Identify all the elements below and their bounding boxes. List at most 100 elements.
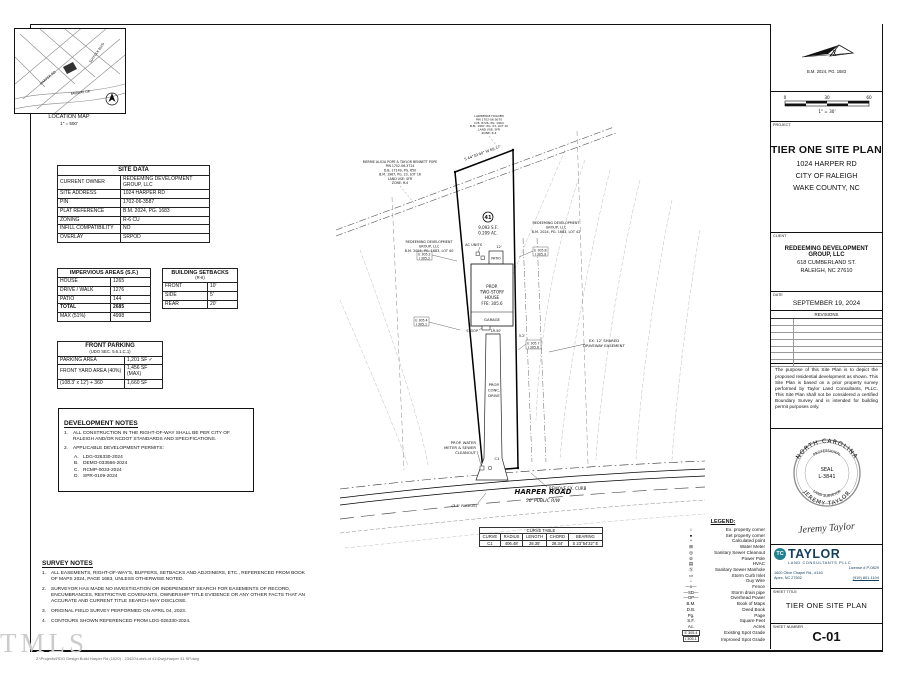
title-block: B.M. 2024, PG. 1683 0 30 60 1" = 30' PRO… xyxy=(770,24,882,649)
firm-phone: (919) 801-1104 xyxy=(852,575,879,581)
adjoiner-label: D.B. 8726, PG. 1964 xyxy=(474,121,503,125)
spot-grade: E 305.8 xyxy=(534,249,546,253)
ac-units-label: AC UNITS xyxy=(465,243,483,247)
legend-item: —SD—Storm drain pipe xyxy=(681,590,765,596)
svg-text:60: 60 xyxy=(866,95,872,100)
project-county: WAKE COUNTY, NC xyxy=(793,182,860,192)
lot-number: 41 xyxy=(485,215,492,221)
rear-property-line xyxy=(335,126,617,237)
legend-item: ↓Guy Wire xyxy=(681,578,765,584)
setbacks-subtitle: (R-6) xyxy=(195,275,205,281)
revisions-label: REVISIONS xyxy=(771,311,882,320)
date-label: DATE xyxy=(773,292,783,297)
svg-text:0: 0 xyxy=(783,95,786,100)
lot-area: 9,093 S.F. xyxy=(478,225,498,230)
legend-item: ○Ex. property corner xyxy=(681,527,765,533)
svg-text:30: 30 xyxy=(824,95,830,100)
house-footprint xyxy=(470,263,514,327)
contour-lines xyxy=(339,149,706,549)
firm-name: TAYLOR xyxy=(788,547,841,562)
front-parking-table: FRONT PARKING(UDO SEC. 5.6.1.C.1) PARKIN… xyxy=(57,341,163,389)
development-notes: DEVELOPMENT NOTES 1.ALL CONSTRUCTION IN … xyxy=(58,408,254,492)
north-arrow-section: B.M. 2024, PG. 1683 xyxy=(771,24,882,92)
power-pole-icon: ⊘ xyxy=(689,555,693,561)
legend: LEGEND: ○Ex. property corner ●Set proper… xyxy=(681,519,765,643)
road-name-label: HARPER ROAD xyxy=(515,488,572,496)
lot40-label: GROUP, LLC xyxy=(419,245,440,249)
adjoiner-label: MERRIE ALICIA POPE & TAYLOR BENNETT POPE xyxy=(363,160,437,164)
date-section: DATE SEPTEMBER 19, 2024 xyxy=(771,292,882,312)
sheet-number-section: SHEET NUMBER C-01 xyxy=(771,624,882,649)
existing-grade-icon: E 305.4 xyxy=(682,629,700,636)
sheet-title-section: SHEET TITLE TIER ONE SITE PLAN xyxy=(771,589,882,625)
spot-grade: E 305.4 xyxy=(415,319,427,323)
file-path: Z:\Projects\RDG Design Build Harper Rd (… xyxy=(36,656,199,661)
dim-label: 5.2' xyxy=(519,334,525,338)
seal-section: NORTH CAROLINA JEREMY TAYLOR PROFESSIONA… xyxy=(771,429,882,546)
spot-grade: I 305.2 xyxy=(419,256,430,260)
legend-item: ◎Sanitary Sewer Cleanout xyxy=(681,550,765,556)
location-map-scale: 1" = 500' xyxy=(60,121,78,127)
legend-title: LEGEND: xyxy=(710,519,736,525)
tmls-watermark: TMLS xyxy=(0,628,89,658)
bearing-label: S 44°39'40" W 69.17' xyxy=(464,145,502,162)
permit-list: A.LDG-026330-2024 B.DEMO-033566-2024 C.R… xyxy=(74,455,248,481)
parking-subtitle: (UDO SEC. 5.6.1.C.1) xyxy=(89,348,131,354)
adjoiner-label: LAWRENCE HOLDEN xyxy=(474,114,503,118)
revision-row xyxy=(771,319,882,327)
purpose-statement: The purpose of this Site Plan is to depi… xyxy=(775,367,878,410)
client-city: RALEIGH, NC 27610 xyxy=(800,267,853,274)
table-row: MAX (51%)4998 xyxy=(57,312,151,322)
water-meter-symbol xyxy=(479,465,485,471)
permit-item: A.LDG-026330-2024 xyxy=(74,454,123,460)
proposed-structures xyxy=(470,250,514,481)
lot42-label: B.M. 2024, PG. 1683, LOT 42 xyxy=(532,230,581,234)
site-data-title: SITE DATA xyxy=(57,165,210,176)
legend-item: B.M.Book of Maps xyxy=(686,601,765,607)
permit-item: C.RCMP-0033-2024 xyxy=(74,467,122,473)
seal-word: SEAL xyxy=(820,467,833,473)
surveyor-seal: NORTH CAROLINA JEREMY TAYLOR PROFESSIONA… xyxy=(792,438,861,508)
revision-row xyxy=(771,346,882,354)
subject-parcel xyxy=(63,62,77,74)
stoop-footprint xyxy=(481,325,491,331)
drive-label: DRIVE xyxy=(488,393,500,398)
house-label: TWO-STORY xyxy=(479,290,505,295)
lot-acres: 0.209 AC. xyxy=(478,231,497,236)
house-label: HOUSE xyxy=(485,295,500,300)
curve-label: C1 xyxy=(494,456,500,461)
sheet-title-label: SHEET TITLE xyxy=(773,590,797,595)
radius-label: (3.5' RADIUS) xyxy=(451,503,477,508)
harper-road-lines xyxy=(339,460,706,534)
sewer-cleanout-icon: ◎ xyxy=(689,549,693,555)
fence-line-icon: —x— xyxy=(685,584,697,590)
surveyor-signature: Jeremy Taylor xyxy=(797,521,856,537)
legend-item: Ac.Acres xyxy=(687,623,765,629)
sheet-number-value: C-01 xyxy=(812,629,841,645)
stoop-label: STOOP xyxy=(466,329,478,333)
svg-text:JEREMY TAYLOR: JEREMY TAYLOR xyxy=(801,489,852,507)
survey-notes: SURVEY NOTES 1.ALL EASEMENTS, RIGHT-OF-W… xyxy=(42,552,310,629)
client-address: 618 CUMBERLAND ST. xyxy=(797,259,856,266)
overhead-power-icon: —OP— xyxy=(683,595,699,601)
north-arrow-icon xyxy=(801,44,854,58)
revisions-section: REVISIONS xyxy=(771,311,882,368)
calculated-point-icon: + xyxy=(689,538,693,544)
note-item: 2.APPLICABLE DEVELOPMENT PERMITS: xyxy=(64,445,164,451)
parking-title: FRONT PARKING xyxy=(85,343,135,349)
storm-drain-icon: —SD— xyxy=(683,589,699,595)
permit-item: B.DEMO-033566-2024 xyxy=(74,461,128,467)
ac-unit xyxy=(475,251,480,256)
